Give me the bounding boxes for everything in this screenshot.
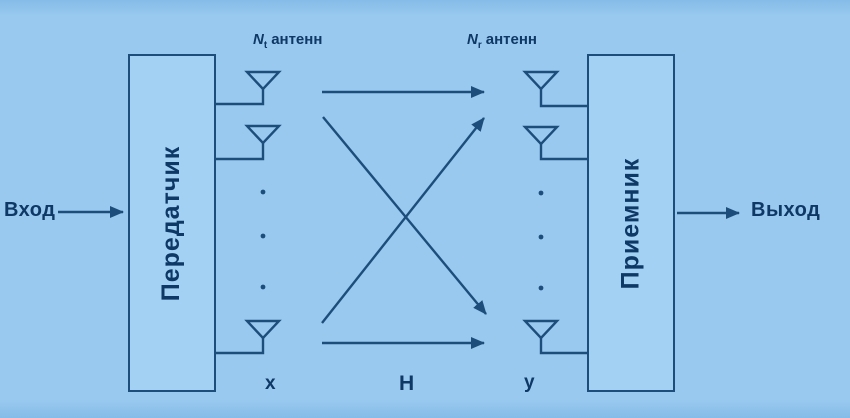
receiver-box: Приемник: [587, 54, 675, 392]
transmitter-label: Передатчик: [157, 145, 186, 301]
channel-arrow-cross-down: [322, 116, 487, 315]
rx-antenna-count-symbol: N: [467, 31, 478, 48]
tx-antenna-1-icon: [216, 70, 282, 106]
transmitter-box: Передатчик: [128, 54, 216, 392]
rx-antenna-2-icon: [522, 125, 587, 161]
tx-ellipsis-dots: [260, 189, 266, 290]
channel-arrow-cross-up: [321, 117, 485, 324]
rx-antenna-count-subscript: r: [477, 40, 482, 51]
output-label: Выход: [751, 199, 821, 221]
rx-antenna-count-word: антенн: [485, 31, 537, 48]
transmit-vector-label: x: [265, 373, 276, 394]
rx-antenna-n-icon: [522, 319, 587, 355]
tx-antenna-count-subscript: t: [263, 40, 268, 51]
channel-arrows: [321, 86, 487, 349]
tx-antenna-count-symbol: N: [253, 31, 264, 48]
channel-matrix-label: H: [399, 372, 415, 395]
tx-antenna-n-icon: [216, 319, 282, 355]
receiver-label: Приемник: [616, 157, 645, 289]
tx-antenna-2-icon: [216, 124, 282, 161]
receive-vector-label: y: [524, 372, 535, 393]
tx-antenna-count-word: антенн: [271, 31, 323, 48]
rx-ellipsis-dots: [538, 190, 544, 291]
input-label: Вход: [4, 199, 56, 221]
rx-antenna-1-icon: [522, 70, 587, 108]
